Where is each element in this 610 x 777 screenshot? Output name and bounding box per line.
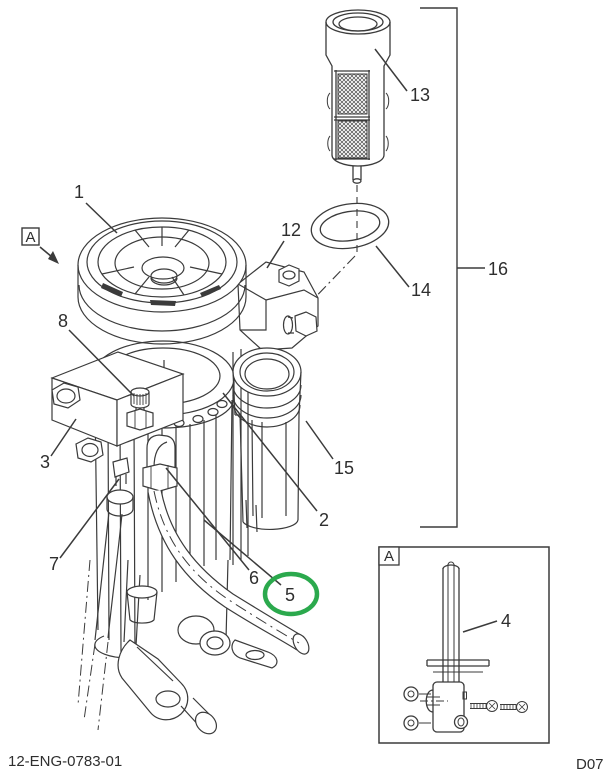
highlight-circle: [262, 571, 320, 617]
bracket-foot: [117, 639, 278, 735]
strainer-part-drawing: [325, 9, 391, 184]
callout-14: 14: [411, 280, 431, 300]
callout-16: 16: [488, 259, 508, 279]
filter-bowl: [232, 347, 302, 533]
callout-12: 12: [281, 220, 301, 240]
washer-icons: [403, 686, 431, 731]
hex-bolt-upper: [51, 382, 81, 409]
callout-6: 6: [249, 568, 259, 588]
callout-8: 8: [58, 311, 68, 331]
highlighted-callout-5: 5: [262, 571, 320, 617]
detail-view-a-label: A: [384, 548, 394, 565]
callout-5: 5: [285, 585, 295, 605]
arrow-head-icon: [48, 251, 59, 264]
callout-4: 4: [501, 611, 511, 631]
pump-boss: [126, 585, 231, 656]
filter-cap: [77, 217, 247, 345]
page-code: D07: [576, 756, 604, 773]
hose-left: [77, 511, 123, 731]
main-assembly-drawing: [50, 217, 319, 735]
hex-bolt-lower: [75, 437, 104, 463]
callout-1: 1: [74, 182, 84, 202]
drawing-number: 12-ENG-0783-01: [8, 753, 122, 770]
callout-leaders: [50, 48, 410, 586]
callout-labels: 1 8 3 7 6 2 15 12 13 14 16: [40, 85, 508, 588]
filter-body-ribs: [94, 399, 233, 659]
cap-vanes: [101, 227, 223, 296]
callout-15: 15: [334, 458, 354, 478]
callout-2: 2: [319, 510, 329, 530]
view-a-marker: A: [21, 227, 59, 264]
group-bracket-16: [420, 7, 485, 528]
view-a-marker-label: A: [25, 229, 35, 246]
detail-view-a: A: [378, 546, 550, 744]
standpipe-part-drawing: 4: [403, 561, 528, 733]
o-ring-part-drawing: [310, 202, 390, 250]
inlet-fitting: [106, 457, 134, 517]
screw-icons: [470, 700, 528, 713]
callout-7: 7: [49, 554, 59, 574]
bleeder-valve: [126, 387, 154, 431]
callout-3: 3: [40, 452, 50, 472]
hose-main: [147, 489, 310, 655]
ports-block: [237, 261, 319, 351]
callout-13: 13: [410, 85, 430, 105]
elbow-fitting: [142, 434, 178, 492]
cap-slots: [101, 283, 221, 306]
